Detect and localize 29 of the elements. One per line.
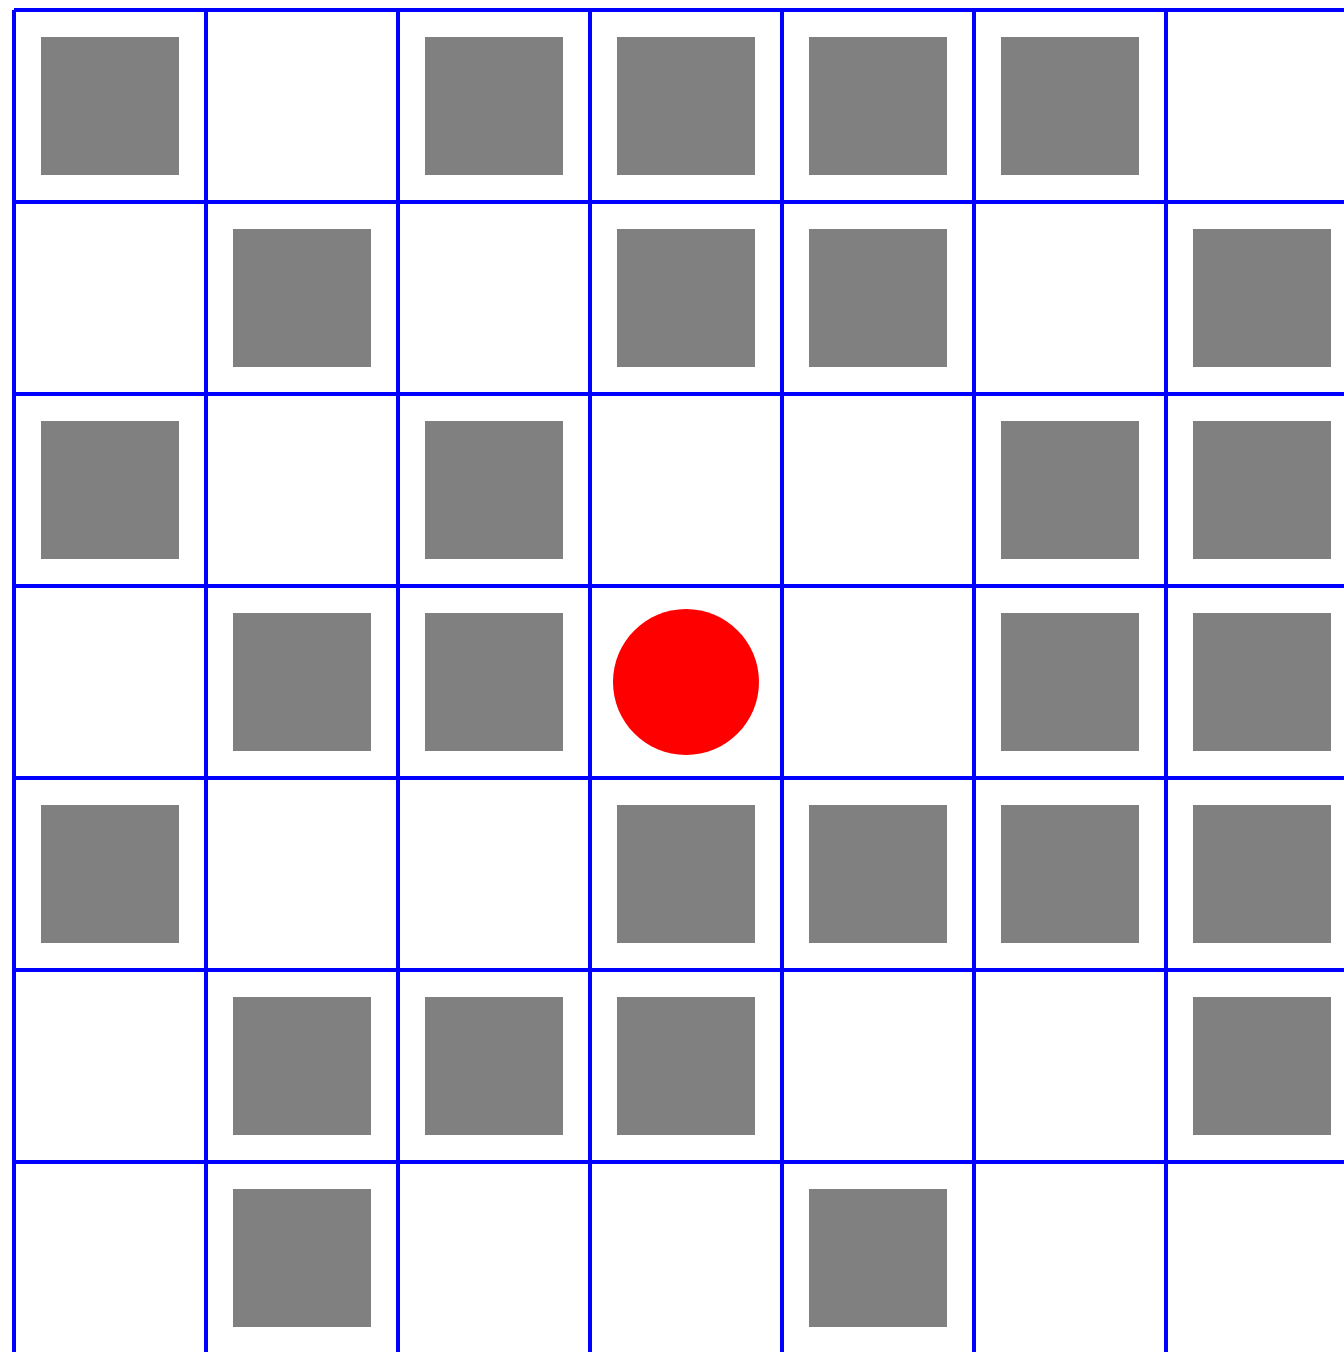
obstacle-square (233, 229, 371, 367)
obstacle-square (809, 229, 947, 367)
obstacle-square (1001, 805, 1139, 943)
obstacle-square (617, 37, 755, 175)
obstacle-square (425, 997, 563, 1135)
obstacle-square (1193, 421, 1331, 559)
obstacle-square (425, 613, 563, 751)
obstacle-square (617, 229, 755, 367)
obstacle-square (1001, 613, 1139, 751)
obstacle-square (617, 997, 755, 1135)
obstacle-square (1193, 805, 1331, 943)
obstacle-square (41, 421, 179, 559)
obstacle-square (233, 997, 371, 1135)
obstacle-square (809, 805, 947, 943)
obstacle-square (41, 37, 179, 175)
obstacle-square (809, 1189, 947, 1327)
obstacle-square (1193, 997, 1331, 1135)
agent-circle (613, 609, 759, 755)
obstacle-square (233, 1189, 371, 1327)
obstacle-square (41, 805, 179, 943)
obstacle-square (425, 421, 563, 559)
obstacle-square (1193, 229, 1331, 367)
obstacle-square (1001, 421, 1139, 559)
obstacle-square (1001, 37, 1139, 175)
obstacle-square (617, 805, 755, 943)
obstacle-square (809, 37, 947, 175)
obstacle-square (425, 37, 563, 175)
obstacle-square (1193, 613, 1331, 751)
obstacle-square (233, 613, 371, 751)
